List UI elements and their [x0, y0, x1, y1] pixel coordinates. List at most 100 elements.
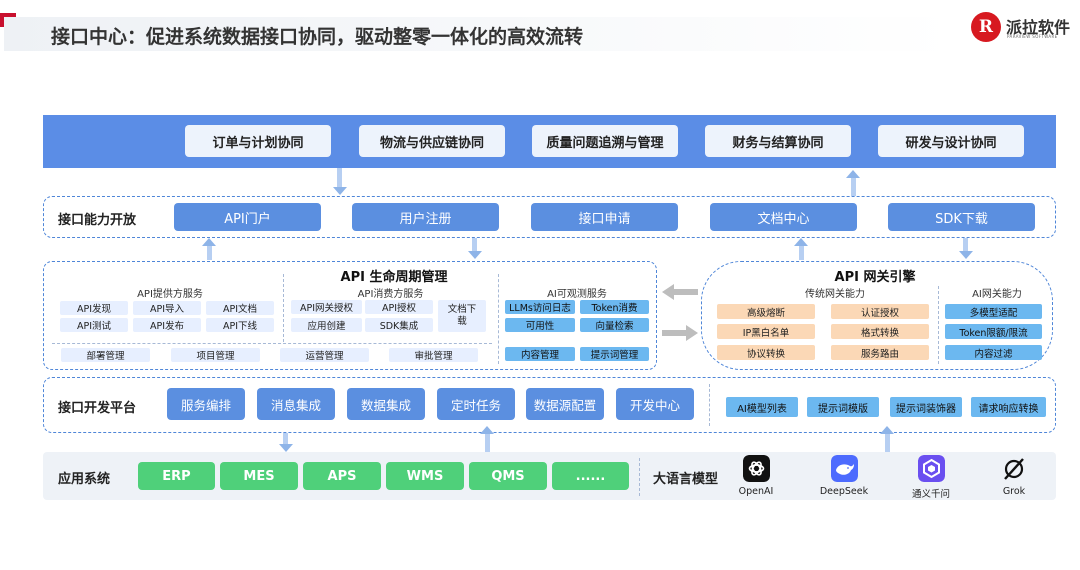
arrow-shaft [799, 246, 804, 260]
provider-item[interactable]: API发布 [133, 318, 201, 332]
mgmt-item[interactable]: 运营管理 [280, 348, 369, 362]
arrow-shaft [337, 168, 342, 188]
model-name-tongyi: 通义千问 [911, 489, 950, 500]
arrow-left-icon [662, 284, 698, 300]
biz-logistics-supply[interactable]: 物流与供应链协同 [359, 125, 505, 157]
arrow-up-icon [202, 238, 216, 246]
cap-api-apply[interactable]: 接口申请 [531, 203, 678, 231]
cap-doc-center[interactable]: 文档中心 [710, 203, 857, 231]
arrow-up-icon [846, 170, 860, 178]
grok-icon [1004, 458, 1024, 480]
capability-label: 接口能力开放 [58, 213, 137, 228]
tongyi-icon [918, 455, 945, 482]
traditional-item[interactable]: 高级熔断 [717, 304, 815, 319]
cap-sdk-download[interactable]: SDK下载 [888, 203, 1035, 231]
dev-label: 接口开发平台 [58, 401, 137, 416]
brand-subtitle: PARAVIEW SOFTWARE [1007, 34, 1058, 39]
dev-ai-item[interactable]: 请求响应转换 [971, 397, 1046, 417]
consumer-item[interactable]: API网关授权 [291, 300, 362, 314]
lifecycle-container [43, 261, 657, 370]
arrow-shaft [963, 238, 968, 251]
mgmt-item[interactable]: 项目管理 [171, 348, 260, 362]
lifecycle-separator [498, 274, 499, 364]
app-erp[interactable]: ERP [138, 462, 215, 490]
traditional-title: 传统网关能力 [805, 289, 865, 300]
ai-gateway-item[interactable]: 多模型适配 [945, 304, 1042, 319]
gateway-separator [938, 286, 939, 364]
traditional-item[interactable]: 服务路由 [831, 345, 929, 360]
app-qms[interactable]: QMS [469, 462, 547, 490]
traditional-item[interactable]: IP黑白名单 [717, 324, 815, 339]
consumer-doc-download[interactable]: 文档下载 [438, 300, 486, 332]
lifecycle-title: API 生命周期管理 [340, 270, 448, 285]
arrow-down-icon [959, 251, 973, 259]
traditional-item[interactable]: 协议转换 [717, 345, 815, 360]
arrow-shaft [485, 434, 490, 452]
capability-container [43, 196, 1056, 238]
consumer-item[interactable]: SDK集成 [365, 318, 433, 332]
consumer-item[interactable]: 应用创建 [291, 318, 362, 332]
observe-item[interactable]: 向量检索 [580, 318, 649, 332]
dev-message-integration[interactable]: 消息集成 [257, 388, 335, 420]
observe-item[interactable]: Token消费 [580, 300, 649, 314]
arrow-up-icon [880, 426, 894, 434]
cap-user-register[interactable]: 用户注册 [352, 203, 499, 231]
lifecycle-separator [283, 274, 284, 342]
mgmt-item[interactable]: 部署管理 [61, 348, 150, 362]
consumer-item[interactable]: API授权 [365, 300, 433, 314]
arrow-shaft [283, 433, 288, 445]
arrow-shaft [207, 246, 212, 260]
dev-ai-item[interactable]: AI模型列表 [726, 397, 798, 417]
biz-rnd-design[interactable]: 研发与设计协同 [878, 125, 1024, 157]
biz-quality-trace[interactable]: 质量问题追溯与管理 [532, 125, 678, 157]
dev-ai-item[interactable]: 提示词装饰器 [890, 397, 962, 417]
mgmt-item[interactable]: 审批管理 [389, 348, 478, 362]
traditional-item[interactable]: 认证授权 [831, 304, 929, 319]
cap-api-portal[interactable]: API门户 [174, 203, 321, 231]
provider-title: API提供方服务 [137, 289, 203, 300]
biz-finance-settle[interactable]: 财务与结算协同 [705, 125, 851, 157]
model-name-openai: OpenAI [738, 486, 774, 497]
arrow-up-icon [794, 238, 808, 246]
provider-item[interactable]: API导入 [133, 301, 201, 315]
dev-ai-item[interactable]: 提示词模版 [807, 397, 879, 417]
dev-center[interactable]: 开发中心 [616, 388, 694, 420]
observe-item[interactable]: 提示词管理 [580, 347, 649, 361]
biz-order-plan[interactable]: 订单与计划协同 [185, 125, 331, 157]
arrow-down-icon [333, 187, 347, 195]
dev-scheduled-task[interactable]: 定时任务 [437, 388, 515, 420]
deepseek-whale-icon [831, 455, 858, 482]
app-mes[interactable]: MES [220, 462, 298, 490]
provider-item[interactable]: API下线 [206, 318, 274, 332]
dev-data-integration[interactable]: 数据集成 [347, 388, 425, 420]
model-name-deepseek: DeepSeek [819, 486, 869, 497]
provider-item[interactable]: API测试 [60, 318, 128, 332]
observe-item[interactable]: 内容管理 [505, 347, 575, 361]
app-more[interactable]: ...... [552, 462, 629, 490]
observe-item[interactable]: LLMs访问日志 [505, 300, 575, 314]
model-name-grok: Grok [1002, 486, 1026, 497]
dev-service-orchestration[interactable]: 服务编排 [167, 388, 245, 420]
app-aps[interactable]: APS [303, 462, 381, 490]
ai-gateway-item[interactable]: 内容过滤 [945, 345, 1042, 360]
apps-separator [639, 458, 640, 496]
dev-container [43, 377, 1056, 433]
arrow-shaft [472, 238, 477, 251]
traditional-item[interactable]: 格式转换 [831, 324, 929, 339]
arrow-shaft [851, 178, 856, 196]
page-title: 接口中心：促进系统数据接口协同，驱动整零一体化的高效流转 [51, 26, 584, 48]
observe-item[interactable]: 可用性 [505, 318, 575, 332]
dev-datasource-config[interactable]: 数据源配置 [526, 388, 604, 420]
gateway-title: API 网关引擎 [834, 270, 916, 285]
arrow-down-icon [279, 444, 293, 452]
header-band [4, 17, 954, 51]
ai-gateway-item[interactable]: Token限额/限流 [945, 324, 1042, 339]
provider-item[interactable]: API文档 [206, 301, 274, 315]
apps-label: 应用系统 [58, 472, 111, 487]
lifecycle-hsep [52, 343, 492, 344]
app-wms[interactable]: WMS [386, 462, 464, 490]
arrow-shaft [885, 434, 890, 452]
brand-logo-icon: R [971, 12, 1001, 42]
provider-item[interactable]: API发现 [60, 301, 128, 315]
dev-separator [709, 384, 710, 426]
